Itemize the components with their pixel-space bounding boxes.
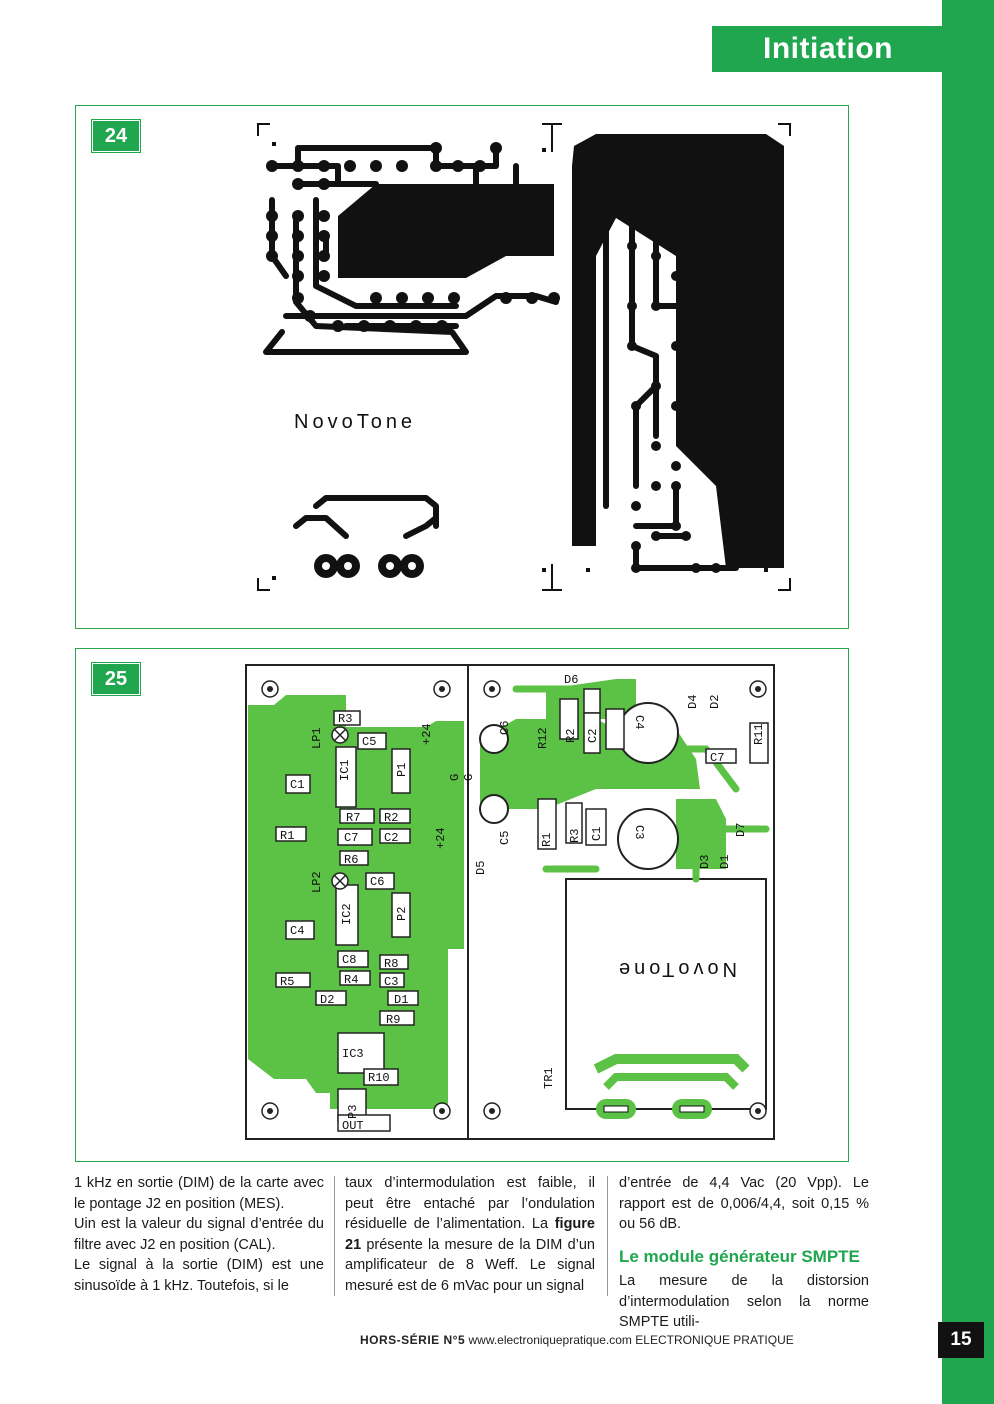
label-ic2: IC2 bbox=[340, 903, 354, 925]
label-c1-right: C1 bbox=[590, 827, 604, 841]
label-plus24-top: +24 bbox=[420, 723, 434, 745]
label-lp2: LP2 bbox=[310, 871, 324, 893]
column-divider bbox=[607, 1176, 608, 1296]
label-r2: R2 bbox=[384, 811, 398, 825]
label-c7-right: C7 bbox=[710, 751, 724, 765]
paragraph: Le signal à la sortie (DIM) est une sinu… bbox=[74, 1257, 324, 1294]
section-tab: Initiation bbox=[712, 26, 944, 72]
figure-number: 24 bbox=[92, 120, 140, 152]
label-r10: R10 bbox=[368, 1071, 390, 1085]
label-c2-right: C2 bbox=[586, 729, 600, 743]
label-d2-right: D2 bbox=[708, 695, 722, 709]
label-r1-right: R1 bbox=[540, 833, 554, 847]
label-c4-right: C4 bbox=[632, 715, 646, 729]
label-d3: D3 bbox=[698, 855, 712, 869]
label-p2: P2 bbox=[395, 907, 409, 921]
label-r9: R9 bbox=[386, 1013, 400, 1027]
series-label: HORS-SÉRIE N°5 bbox=[360, 1333, 466, 1347]
label-c8: C8 bbox=[342, 953, 356, 967]
label-c3-right: C3 bbox=[632, 825, 646, 839]
text-run: présente la mesure de la DIM d’un amplif… bbox=[345, 1236, 595, 1294]
label-d6: D6 bbox=[564, 673, 578, 687]
text-run: taux d’intermodulation est faible, il pe… bbox=[345, 1175, 595, 1232]
label-g-right: G bbox=[462, 774, 476, 781]
label-r11: R11 bbox=[752, 723, 766, 745]
label-r2-right: R2 bbox=[564, 729, 578, 743]
page-footer: HORS-SÉRIE N°5 www.electroniquepratique.… bbox=[360, 1333, 794, 1347]
text-column-3: d’entrée de 4,4 Vac (20 Vpp). Le rapport… bbox=[619, 1173, 869, 1333]
paragraph: 1 kHz en sortie (DIM) de la carte avec l… bbox=[74, 1175, 324, 1212]
figure-25: 25 bbox=[75, 648, 849, 1162]
section-label: Initiation bbox=[763, 32, 893, 65]
label-r5: R5 bbox=[280, 975, 294, 989]
label-out: OUT bbox=[342, 1119, 364, 1133]
label-tr1: TR1 bbox=[542, 1067, 556, 1089]
paragraph: Uin est la valeur du signal d’entrée du … bbox=[74, 1216, 324, 1253]
label-plus24-mid: +24 bbox=[434, 827, 448, 849]
paragraph: La mesure de la distorsion d’intermodula… bbox=[619, 1273, 869, 1330]
page-edge-bar bbox=[942, 0, 994, 1404]
label-c7: C7 bbox=[344, 831, 358, 845]
page-number: 15 bbox=[938, 1322, 984, 1358]
label-r1: R1 bbox=[280, 829, 294, 843]
label-r6: R6 bbox=[344, 853, 358, 867]
magazine-name: ELECTRONIQUE PRATIQUE bbox=[635, 1333, 794, 1347]
section-heading: Le module générateur SMPTE bbox=[619, 1246, 860, 1266]
text-column-2: taux d’intermodulation est faible, il pe… bbox=[345, 1173, 595, 1296]
column-divider bbox=[334, 1176, 335, 1296]
label-c5-right: C5 bbox=[498, 831, 512, 845]
figure-reference: figure 21 bbox=[345, 1216, 595, 1253]
label-lp1: LP1 bbox=[310, 727, 324, 749]
label-r8: R8 bbox=[384, 957, 398, 971]
label-r3-right: R3 bbox=[568, 829, 582, 843]
label-r3: R3 bbox=[338, 712, 352, 726]
label-c6: C6 bbox=[370, 875, 384, 889]
label-p1: P1 bbox=[395, 763, 409, 777]
label-c6-right: C6 bbox=[498, 721, 512, 735]
label-d4: D4 bbox=[686, 695, 700, 709]
label-d1: D1 bbox=[394, 993, 408, 1007]
figure-number: 25 bbox=[92, 663, 140, 695]
label-c2: C2 bbox=[384, 831, 398, 845]
label-c1: C1 bbox=[290, 778, 304, 792]
brand-text-mirrored: NovoTone bbox=[615, 958, 737, 980]
label-r4: R4 bbox=[344, 973, 358, 987]
label-ic1: IC1 bbox=[338, 759, 352, 781]
brand-text: NovoTone bbox=[294, 411, 416, 433]
label-c3: C3 bbox=[384, 975, 398, 989]
label-c4: C4 bbox=[290, 924, 304, 938]
pcb-component-layout: R3 LP1 C5 IC1 P1 C1 R7 R2 R1 C7 C2 R6 LP… bbox=[245, 664, 775, 1140]
label-p3: P3 bbox=[346, 1105, 360, 1119]
paragraph: taux d’intermodulation est faible, il pe… bbox=[345, 1173, 595, 1296]
label-d1-right: D1 bbox=[718, 855, 732, 869]
label-r7: R7 bbox=[346, 811, 360, 825]
label-g-left: G bbox=[448, 774, 462, 781]
label-ic3: IC3 bbox=[342, 1047, 364, 1061]
label-d2: D2 bbox=[320, 993, 334, 1007]
website-link[interactable]: www.electroniquepratique.com bbox=[468, 1333, 632, 1347]
label-c5: C5 bbox=[362, 735, 376, 749]
text-column-1: 1 kHz en sortie (DIM) de la carte avec l… bbox=[74, 1173, 324, 1296]
label-r12: R12 bbox=[536, 727, 550, 749]
paragraph: d’entrée de 4,4 Vac (20 Vpp). Le rapport… bbox=[619, 1175, 869, 1232]
figure-24: 24 bbox=[75, 105, 849, 629]
label-d7: D7 bbox=[734, 823, 748, 837]
label-d5: D5 bbox=[474, 861, 488, 875]
pcb-copper-layout: NovoTone bbox=[257, 123, 791, 591]
